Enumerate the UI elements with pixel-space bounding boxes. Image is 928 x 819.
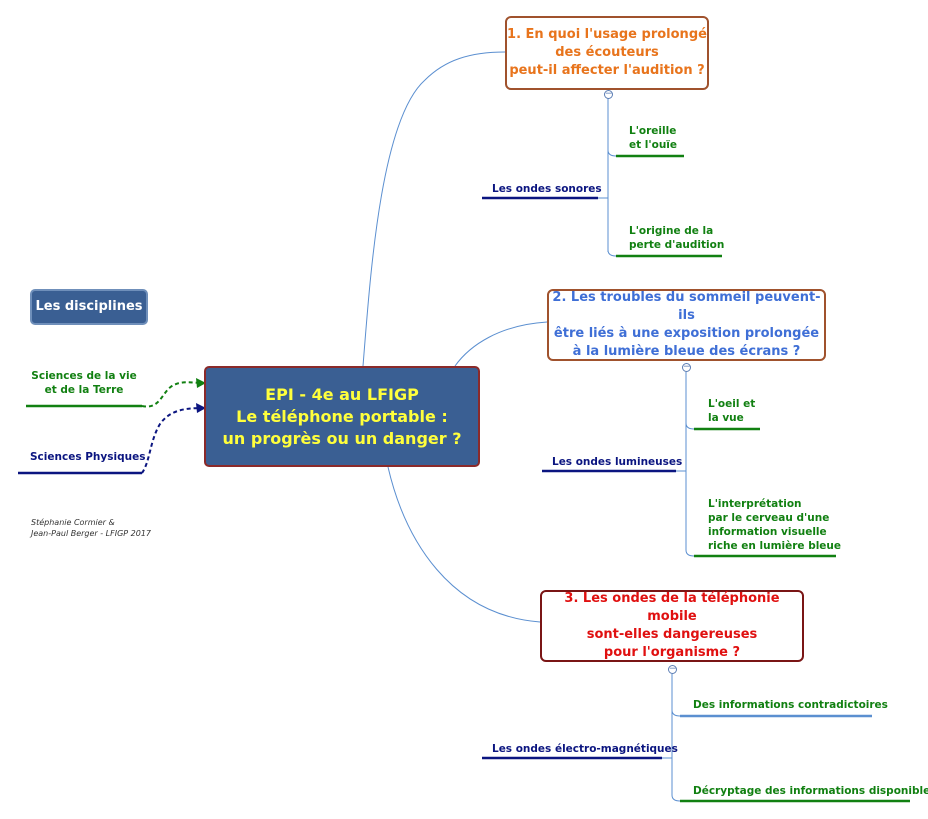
q1-line-2: des écouteurs [555, 45, 659, 60]
svt-dashed-link [141, 381, 204, 408]
central-line-1: EPI - 4e au LFIGP [265, 384, 419, 404]
question-2-node[interactable]: 2. Les troubles du sommeil peuvent-ils ê… [547, 289, 826, 361]
central-line-3: un progrès ou un danger ? [222, 428, 462, 448]
discipline-svt[interactable]: Sciences de la vie et de la Terre [31, 370, 137, 396]
sp-arrowhead [196, 403, 206, 413]
q3-sub-1[interactable]: Des informations contradictoires [693, 699, 888, 711]
author-credit: Stéphanie Cormier & Jean-Paul Berger - L… [31, 518, 152, 538]
q2-line-2: être liés à une exposition prolongée [553, 326, 820, 341]
q3-line-1: 3. Les ondes de la téléphonie mobile [564, 591, 780, 624]
q1-sub-1[interactable]: L'oreille et l'ouïe [629, 125, 678, 151]
q1-topic[interactable]: Les ondes sonores [492, 183, 602, 195]
svt-arrowhead [196, 378, 206, 388]
link-central-q2 [454, 321, 548, 367]
link-central-q1 [362, 51, 506, 367]
q3-topic[interactable]: Les ondes électro-magnétiques [492, 743, 678, 755]
disciplines-title[interactable]: Les disciplines [30, 289, 148, 325]
question-1-node[interactable]: 1. En quoi l'usage prolongé des écouteur… [505, 16, 709, 90]
q2-line-3: à la lumière bleue des écrans ? [572, 344, 801, 359]
link-central-q3 [387, 466, 541, 623]
question-3-node[interactable]: 3. Les ondes de la téléphonie mobile son… [540, 590, 804, 662]
discipline-sciences-physiques[interactable]: Sciences Physiques [30, 451, 146, 463]
q2-sub-1[interactable]: L'oeil et la vue [708, 398, 756, 424]
q1-collapse-toggle[interactable]: − [604, 89, 613, 99]
q3-collapse-toggle[interactable]: − [668, 664, 677, 674]
q2-sub-2[interactable]: L'interprétation par le cerveau d'une in… [708, 498, 842, 552]
q2-collapse-toggle[interactable]: − [682, 362, 691, 372]
q2-line-1: 2. Les troubles du sommeil peuvent-ils [552, 290, 821, 323]
q3-line-2: sont-elles dangereuses [586, 627, 758, 642]
q1-line-3: peut-il affecter l'audition ? [509, 63, 705, 78]
q2-topic[interactable]: Les ondes lumineuses [552, 456, 683, 468]
central-line-2: Le téléphone portable : [236, 406, 448, 426]
q3-line-3: pour l'organisme ? [603, 645, 741, 660]
q3-sub-2[interactable]: Décryptage des informations disponibles [693, 785, 928, 797]
sp-dashed-link [141, 407, 204, 474]
q1-line-1: 1. En quoi l'usage prolongé [507, 27, 707, 42]
q1-sub-2[interactable]: L'origine de la perte d'audition [629, 225, 725, 251]
central-topic[interactable]: EPI - 4e au LFIGP Le téléphone portable … [204, 366, 480, 467]
